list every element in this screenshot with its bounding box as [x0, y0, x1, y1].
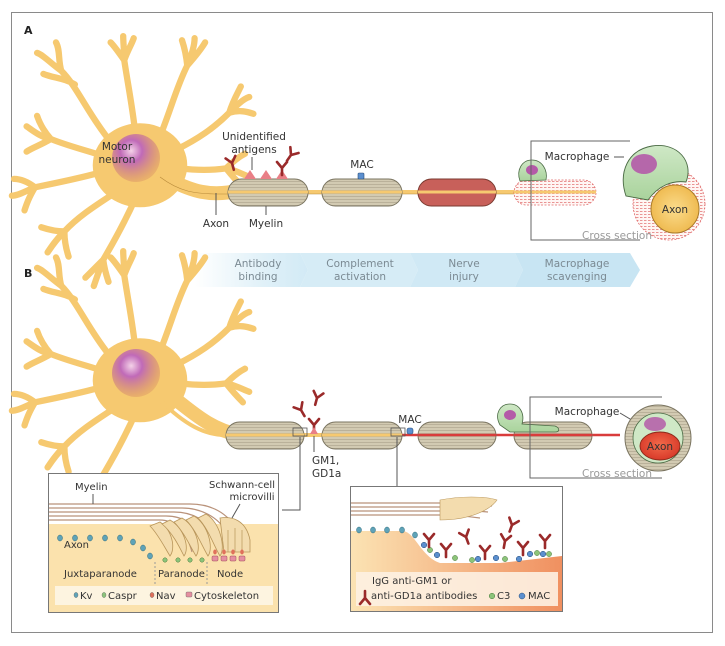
step-arrow-4: [515, 253, 640, 287]
motor-neuron-label-line1: Motor: [102, 141, 133, 153]
myelin-label-a: Myelin: [249, 218, 283, 230]
legend-mac-label: MAC: [528, 591, 550, 602]
step-2-line2: activation: [334, 271, 386, 283]
inset-axon-label: Axon: [64, 540, 89, 551]
cross-section-axon-a: [650, 184, 700, 234]
motor-neuron-label-line2: neuron: [99, 154, 136, 166]
step-arrow-2: [300, 253, 418, 287]
panel-a-letter: A: [24, 24, 33, 37]
step-3-line1: Nerve: [448, 258, 479, 270]
axon-label-a: Axon: [203, 218, 229, 230]
unidentified-antigens-line2: antigens: [231, 144, 276, 156]
legend-cytoskeleton-label: Cytoskeleton: [194, 591, 259, 602]
step-1-line2: binding: [238, 271, 277, 283]
legend-mac-icon: [518, 592, 526, 600]
step-arrow-1: [195, 253, 308, 287]
inset-left-legend: [55, 586, 273, 605]
nucleus-a: [112, 134, 160, 182]
mac-label-b: MAC: [398, 414, 421, 426]
schwann-label-line1: Schwann-cell: [209, 480, 275, 491]
step-3-line2: injury: [449, 271, 479, 283]
cross-axon-label-a: Axon: [662, 204, 688, 216]
inset-myelin-label: Myelin: [75, 482, 108, 493]
macrophage-label-a: Macrophage: [545, 151, 610, 163]
axon-b: [158, 398, 398, 437]
process-steps: Antibody binding Complement activation N…: [195, 253, 640, 287]
panel-b-letter: B: [24, 267, 32, 280]
legend-cytoskeleton-icon: [185, 591, 193, 598]
antigen-1: [244, 170, 256, 179]
mac-label-a: MAC: [350, 159, 373, 171]
macrophage-label-b: Macrophage: [555, 406, 620, 418]
legend-caspr-icon: [101, 592, 107, 598]
region-paranode: Paranode: [158, 569, 205, 580]
unidentified-antigens-line1: Unidentified: [222, 131, 286, 143]
gm1-label-line1: GM1,: [312, 455, 339, 467]
nucleus-b: [112, 349, 160, 397]
legend-igg-line1: IgG anti-GM1 or: [372, 576, 452, 587]
cross-section-label-b: Cross section: [582, 468, 652, 480]
inset-right: IgG anti-GM1 or anti-GD1a antibodies C3 …: [350, 486, 563, 612]
schwann-label-line2: microvilli: [229, 492, 274, 503]
legend-caspr-label: Caspr: [108, 591, 138, 602]
legend-kv-icon: [73, 592, 79, 598]
legend-kv-label: Kv: [80, 591, 93, 602]
legend-nav-label: Nav: [156, 591, 176, 602]
inset-left: Myelin Schwann-cell microvilli Axon Juxt…: [48, 473, 279, 613]
node-box-2: [390, 427, 406, 437]
inset-right-legend: [356, 572, 558, 606]
cross-section-axon-b: [639, 431, 681, 461]
antigen-2: [260, 170, 272, 179]
legend-igg-line2: anti-GD1a antibodies: [371, 591, 477, 602]
node-box-1: [292, 427, 308, 437]
panel-a: A Motor neuron Unidentified antigens: [12, 24, 706, 286]
cross-section-label-a: Cross section: [582, 230, 652, 242]
step-4-line1: Macrophage: [545, 258, 610, 270]
step-4-line2: scavenging: [547, 271, 607, 283]
axon-a: [158, 173, 515, 194]
step-arrow-3: [410, 253, 523, 287]
legend-nav-icon: [149, 592, 155, 598]
macrophage-b-cross: [644, 417, 666, 431]
mac-b: [406, 427, 414, 435]
gm1-label-line2: GD1a: [312, 468, 341, 480]
region-juxtaparanode: Juxtaparanode: [63, 569, 137, 580]
mac-a: [357, 172, 365, 180]
cross-axon-label-b: Axon: [647, 441, 673, 453]
region-node: Node: [217, 569, 243, 580]
step-1-line1: Antibody: [235, 258, 282, 270]
panel-b: B GM1, GD1a MAC: [12, 251, 692, 613]
legend-c3-icon: [488, 592, 496, 600]
legend-c3-label: C3: [497, 591, 510, 602]
step-2-line1: Complement: [326, 258, 394, 270]
